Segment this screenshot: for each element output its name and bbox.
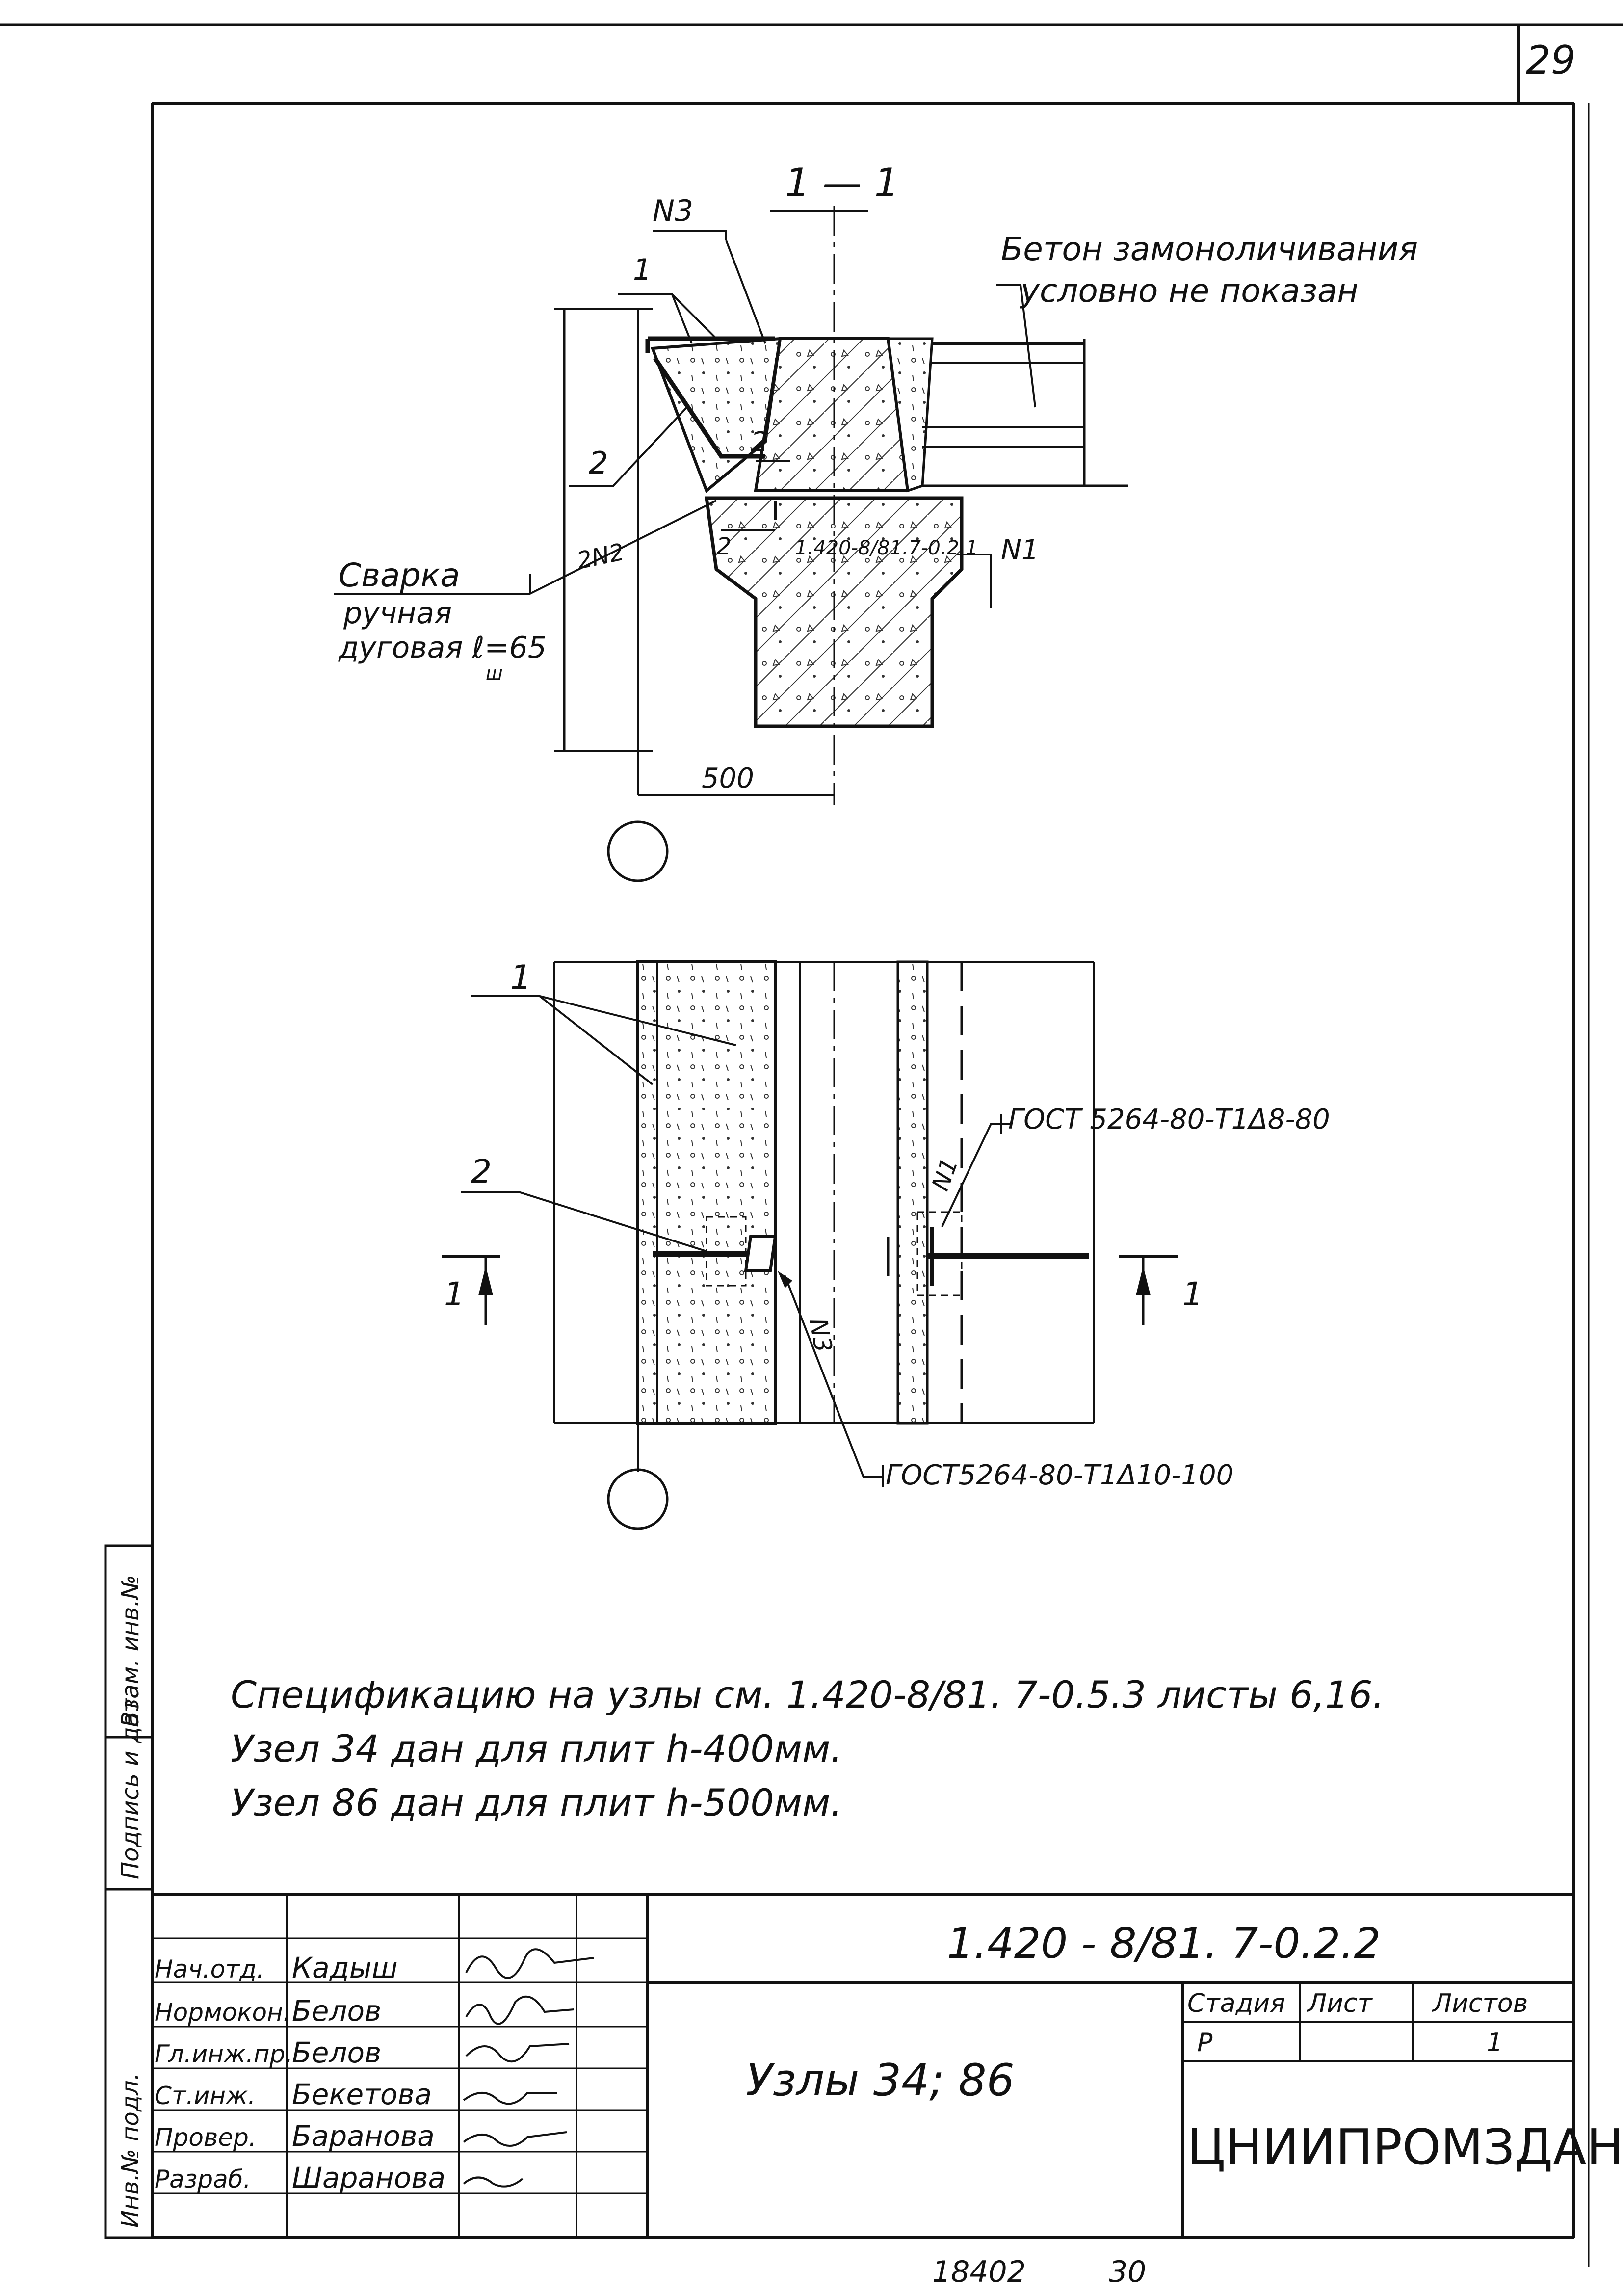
stage-header: Стадия — [1187, 1989, 1285, 2018]
plan-view — [442, 960, 1178, 1530]
axis-bubble-bottom — [607, 1468, 669, 1530]
role-rows: Нач.отд. Кадыш Нормокон. Белов Гл.инж.пр… — [155, 1951, 445, 2194]
bottom-code: 18402 — [932, 2255, 1026, 2289]
slab-rib — [754, 337, 910, 492]
spec-note-3: Узел 86 дан для плит h-500мм. — [231, 1781, 842, 1824]
signature-scribbles — [463, 1948, 594, 2188]
callout-n1: N1 — [1001, 534, 1039, 566]
drawing-title: Узлы 34; 86 — [746, 2055, 1015, 2106]
callout-2-top: 2 — [589, 445, 608, 481]
callout-2-plan: 2 — [471, 1153, 492, 1190]
role-name: Белов — [292, 1994, 381, 2028]
weld-note-1: Сварка — [339, 556, 460, 594]
role-label: Ст.инж. — [155, 2082, 256, 2110]
role-name: Бекетова — [292, 2078, 432, 2111]
title-block-grid — [152, 1893, 1574, 2238]
role-label: Нач.отд. — [155, 1955, 264, 1983]
page-number: 29 — [1526, 37, 1576, 83]
spec-note-1: Спецификацию на узлы см. 1.420-8/81. 7-0… — [231, 1673, 1385, 1716]
callout-2-mid: 2 — [751, 426, 768, 458]
role-name: Кадыш — [292, 1951, 398, 1984]
sheets-header: Листов — [1432, 1989, 1528, 2018]
section-1-1 — [334, 206, 1128, 882]
role-label: Разраб. — [155, 2165, 251, 2193]
callout-1-top: 1 — [633, 253, 652, 287]
callout-1-plan: 1 — [510, 958, 531, 997]
axis-bubble-top — [607, 820, 669, 882]
cut-label-left: 1 — [444, 1275, 465, 1313]
callout-2n2: 2N2 — [575, 538, 627, 575]
weld-note-sub: ш — [486, 662, 503, 684]
embedded-plate — [645, 336, 775, 459]
stamp-inv-zam: Взам. инв.№ — [117, 1575, 144, 1727]
callout-n3-plan: N3 — [804, 1316, 838, 1354]
weld-note-2: ручная — [343, 596, 452, 631]
cut-label-right: 1 — [1182, 1275, 1203, 1313]
callout-n3: N3 — [653, 194, 693, 228]
note-concrete-2: условно не показан — [1020, 272, 1359, 310]
role-name: Шаранова — [292, 2161, 445, 2194]
callout-2-lower: 2 — [716, 533, 732, 560]
sheet-header: Лист — [1307, 1989, 1373, 2018]
plan-slab-right — [896, 960, 929, 1425]
section-label: 1 — 1 — [785, 160, 899, 206]
role-label: Нормокон. — [155, 1998, 291, 2027]
note-concrete-1: Бетон замоноличивания — [1001, 230, 1418, 268]
role-label: Провер. — [155, 2123, 257, 2152]
stamp-inv-orig: Инв.№ подл. — [117, 2073, 144, 2228]
weld-note-3: дуговая ℓ=65 — [338, 631, 547, 665]
gost-lower: ГОСТ5264-80-Т1Δ10-100 — [886, 1459, 1233, 1491]
role-name: Баранова — [292, 2119, 435, 2153]
callout-n1-plan: N1 — [927, 1155, 964, 1195]
role-name: Белов — [292, 2036, 381, 2069]
stamp-signature-date: Подпись и дата — [117, 1684, 144, 1879]
member-mark: 1.420-8/81.7-0.2.1 — [795, 537, 978, 559]
stage-value: Р — [1197, 2028, 1213, 2058]
sheets-value: 1 — [1487, 2028, 1503, 2058]
dimension-500: 500 — [702, 763, 754, 794]
organization: ЦНИИПРОМЗДАНИЙ — [1187, 2118, 1623, 2176]
bottom-format: 30 — [1109, 2255, 1146, 2289]
spec-note-2: Узел 34 дан для плит h-400мм. — [231, 1727, 842, 1770]
role-label: Гл.инж.пр. — [155, 2040, 293, 2068]
gost-upper: ГОСТ 5264-80-Т1Δ8-80 — [1008, 1104, 1330, 1135]
designation: 1.420 - 8/81. 7-0.2.2 — [947, 1919, 1381, 1968]
side-stamp-frame — [104, 1544, 154, 2239]
